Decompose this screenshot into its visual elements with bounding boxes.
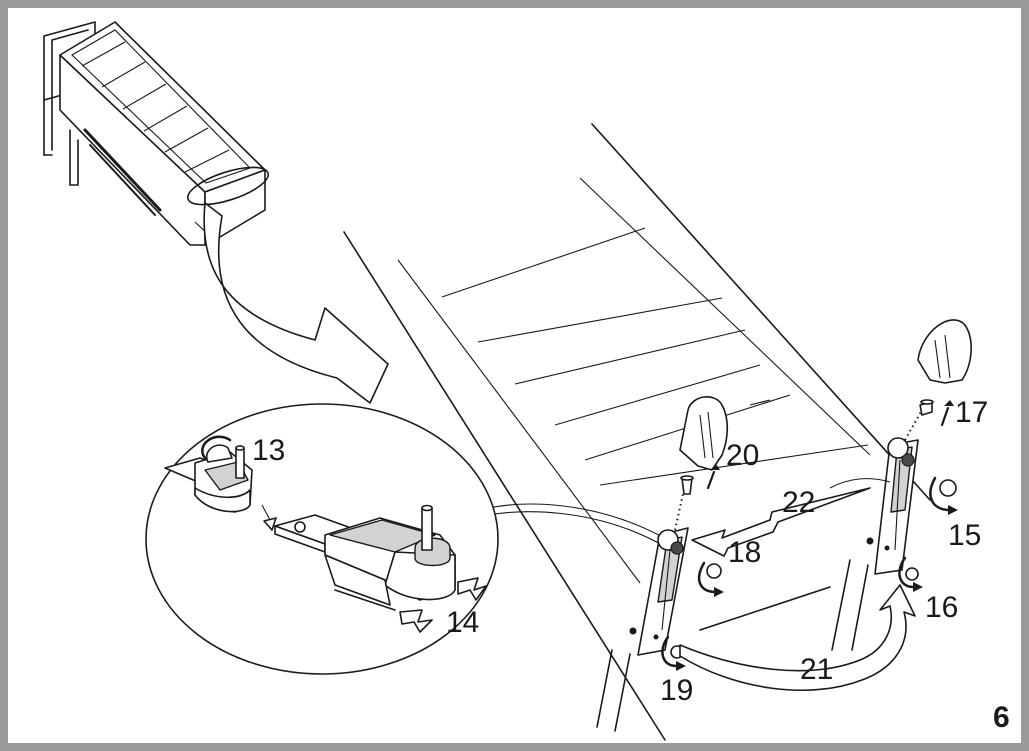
callout-21: 21 — [800, 653, 833, 686]
right-hinge — [866, 319, 972, 592]
page-number: 6 — [993, 701, 1010, 734]
door-panel — [343, 123, 931, 741]
callout-22: 22 — [782, 486, 815, 519]
left-hinge — [629, 396, 729, 671]
callout-16: 16 — [925, 591, 958, 624]
callout-19: 19 — [660, 674, 693, 707]
callout-17: 17 — [955, 396, 988, 429]
arrow-22 — [691, 487, 871, 557]
detail-magnifier — [145, 403, 499, 675]
arrow-21 — [679, 584, 916, 692]
appliance-overview — [43, 21, 269, 246]
callout-13: 13 — [252, 434, 285, 467]
part-14-hinge-block — [274, 504, 456, 611]
callout-14: 14 — [446, 606, 479, 639]
callout-15: 15 — [948, 519, 981, 552]
part-13-connector — [164, 435, 253, 513]
zoom-arrow — [203, 202, 389, 404]
hinge-rails — [596, 559, 869, 732]
assembly-diagram: 13 14 15 16 17 18 19 20 21 22 6 — [43, 21, 1010, 741]
callout-18: 18 — [728, 536, 761, 569]
callout-20: 20 — [726, 439, 759, 472]
